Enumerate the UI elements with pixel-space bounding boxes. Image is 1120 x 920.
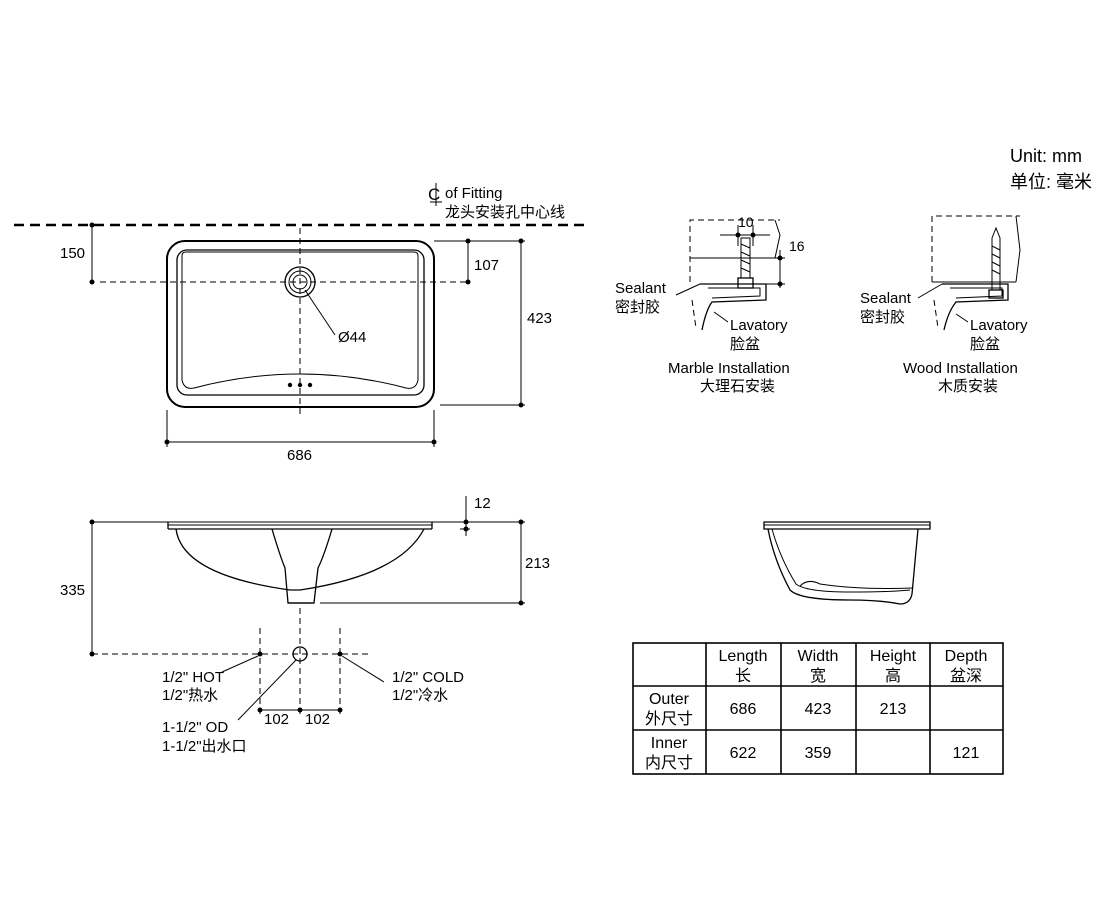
unit-label-cn: 单位: 毫米: [1010, 172, 1092, 192]
dim-423: 423: [527, 310, 552, 327]
hot-label-cn: 1/2"热水: [162, 687, 218, 704]
wood-installation: Sealant 密封胶 Lavatory 脸盆 Wood Installatio…: [860, 215, 1028, 395]
centerline-symbol: C: [428, 183, 442, 206]
th-length-en: Length: [719, 648, 768, 665]
unit-label-en: Unit: mm: [1010, 146, 1082, 166]
section-view: [763, 521, 931, 605]
row-outer-en: Outer: [649, 691, 690, 708]
top-view: C of Fitting 龙头安装孔中心线 Ø44 150: [14, 183, 585, 464]
th-depth-cn: 盆深: [950, 667, 982, 685]
marble-title-en: Marble Installation: [668, 360, 790, 377]
fitting-label-cn: 龙头安装孔中心线: [445, 204, 565, 221]
cell-outer-width: 423: [805, 701, 832, 718]
marble-title-cn: 大理石安装: [700, 378, 775, 395]
dim-335: 335: [60, 582, 85, 599]
dim-107: 107: [474, 257, 499, 274]
hot-label-en: 1/2" HOT: [162, 669, 224, 686]
marble-sealant-en: Sealant: [615, 280, 667, 297]
th-depth-en: Depth: [945, 648, 988, 665]
cold-label-cn: 1/2"冷水: [392, 687, 448, 704]
wood-sealant-en: Sealant: [860, 290, 912, 307]
cell-inner-width: 359: [805, 745, 832, 762]
wood-lavatory-cn: 脸盆: [970, 336, 1000, 353]
outlet-label-en: 1-1/2" OD: [162, 719, 228, 736]
wood-title-cn: 木质安装: [938, 378, 998, 395]
dim-102-left: 102: [264, 711, 289, 728]
wood-title-en: Wood Installation: [903, 360, 1018, 377]
th-width-cn: 宽: [810, 667, 826, 685]
th-length-cn: 长: [735, 667, 751, 685]
cell-outer-length: 686: [730, 701, 757, 718]
dim-150: 150: [60, 245, 85, 262]
row-outer-cn: 外尺寸: [645, 710, 693, 728]
th-width-en: Width: [798, 648, 839, 665]
side-drain: [271, 528, 333, 604]
th-height-en: Height: [870, 648, 917, 665]
cold-label-en: 1/2" COLD: [392, 669, 464, 686]
marble-lavatory-en: Lavatory: [730, 317, 788, 334]
marble-sealant-cn: 密封胶: [615, 299, 660, 316]
cell-inner-depth: 121: [953, 745, 980, 762]
wood-sealant-cn: 密封胶: [860, 309, 905, 326]
wood-lavatory-en: Lavatory: [970, 317, 1028, 334]
cell-inner-length: 622: [730, 745, 757, 762]
dim-10: 10: [738, 214, 754, 230]
th-height-cn: 高: [885, 667, 901, 685]
marble-installation: 10 16 Sealant 密封胶 Lavatory 脸盆 Marble Ins…: [615, 214, 805, 395]
basin-bowl: [181, 251, 419, 389]
dim-102-right: 102: [305, 711, 330, 728]
dim-213: 213: [525, 555, 550, 572]
row-inner-en: Inner: [651, 735, 688, 752]
side-view: 12 213 335 1/2" HOT 1/2"热水 1/2" COLD 1/2…: [60, 495, 550, 755]
cell-outer-height: 213: [880, 701, 907, 718]
drain-diameter-label: Ø44: [338, 329, 366, 346]
side-bowl: [175, 528, 425, 591]
row-inner-cn: 内尺寸: [645, 754, 693, 772]
marble-lavatory-cn: 脸盆: [730, 336, 760, 353]
outlet-label-cn: 1-1/2"出水口: [162, 738, 247, 755]
section-bowl: [767, 528, 919, 605]
dim-12: 12: [474, 495, 491, 512]
fitting-label-en: of Fitting: [445, 185, 503, 202]
dimension-table: Length 长 Width 宽 Height 高 Depth 盆深 Outer…: [632, 642, 1004, 775]
dim-686: 686: [287, 447, 312, 464]
svg-text:C: C: [428, 185, 440, 204]
dim-16: 16: [789, 238, 805, 254]
outlet-circle: [292, 646, 308, 662]
